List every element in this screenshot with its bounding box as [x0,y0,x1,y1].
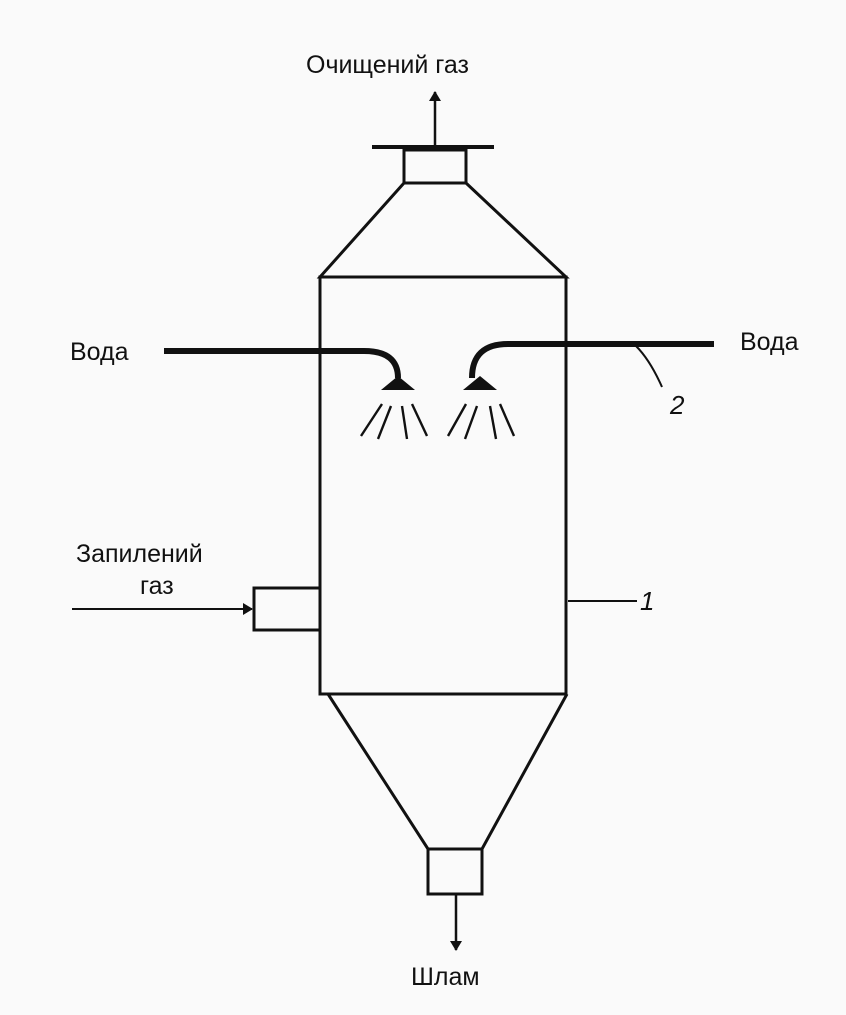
scrubber-body [318,275,568,696]
bottom-cone [326,693,569,851]
spray-right [446,403,516,440]
bottom-outlet-pipe [426,847,484,896]
dusty-gas-label-line2: газ [140,572,174,600]
callout-2-leader [635,345,663,388]
top-cone [316,181,570,279]
water-pipe-left [164,348,401,379]
callout-2-label: 2 [670,390,685,420]
water-label-right: Вода [740,328,799,356]
nozzle-left [381,376,415,390]
top-outlet-pipe [402,148,468,185]
spray-left [359,403,429,440]
clean-gas-label: Очищений газ [306,51,469,79]
dusty-gas-label-line1: Запилений [76,540,203,568]
callout-1-label: 1 [640,586,655,616]
gas-inlet-pipe [252,586,320,632]
sludge-label: Шлам [411,963,480,991]
nozzle-right [463,376,497,390]
water-pipe-right [469,341,714,379]
water-label-left: Вода [70,338,129,366]
